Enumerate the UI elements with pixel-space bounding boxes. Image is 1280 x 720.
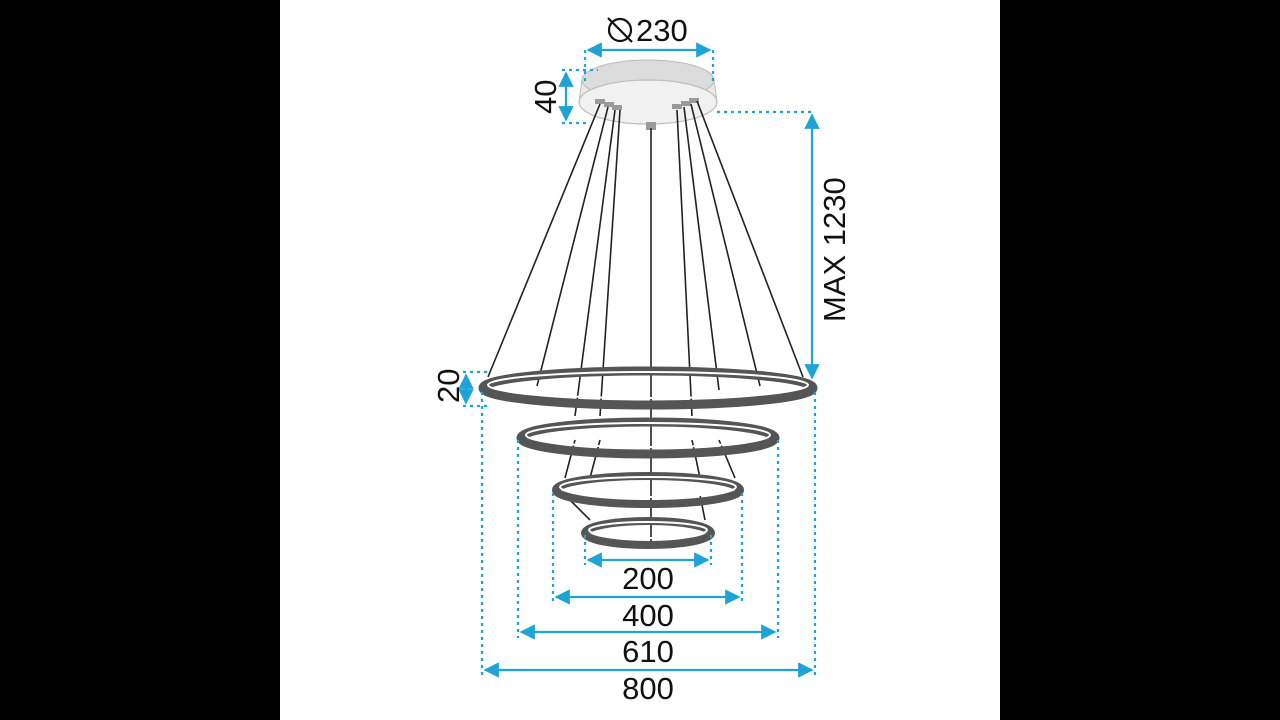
dimension-lines: [458, 42, 820, 678]
diameter-symbol-icon: [607, 17, 633, 43]
ring-200: [581, 517, 715, 549]
ring-800: [478, 366, 818, 410]
ring-400-diameter-label: 400: [622, 598, 674, 633]
ring-thickness-label: 20: [431, 369, 466, 403]
ring-400: [552, 472, 744, 508]
suspension-wires: [487, 100, 804, 548]
ring-800-diameter-label: 800: [622, 671, 674, 706]
ceiling-canopy: [578, 59, 718, 130]
max-height-label: MAX 1230: [817, 177, 852, 322]
ring-610: [516, 417, 780, 459]
canopy-height-label: 40: [528, 80, 563, 114]
ring-610-diameter-label: 610: [622, 634, 674, 669]
ring-200-diameter-label: 200: [622, 561, 674, 596]
canopy-diameter-label: 230: [636, 13, 688, 48]
